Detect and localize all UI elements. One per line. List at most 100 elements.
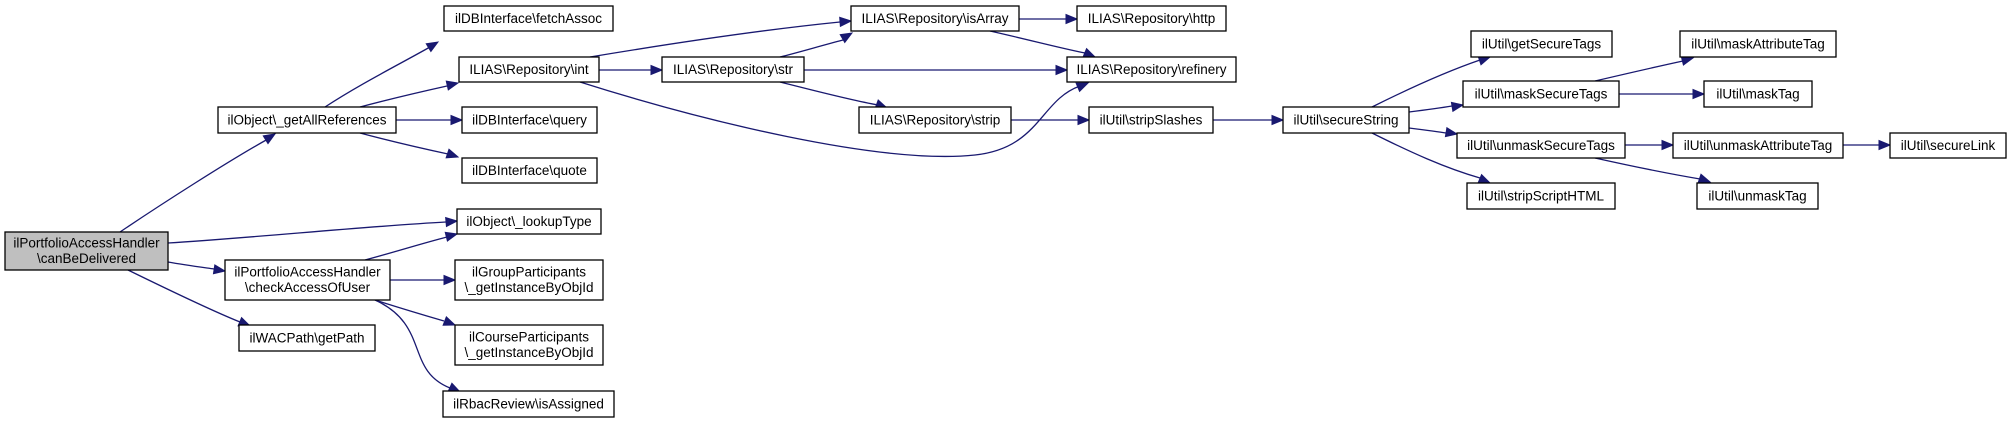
node-box: [1470, 30, 1613, 58]
node-label: \_getInstanceByObjId: [464, 345, 593, 360]
arrowhead-icon: [1878, 139, 1892, 151]
node-box: [461, 157, 598, 184]
edge-line: [359, 85, 448, 108]
edge-line: [359, 132, 449, 155]
node-query[interactable]: ilDBInterface\query: [461, 106, 598, 134]
node-label: ilObject\_getAllReferences: [227, 112, 386, 127]
node-fetch-assoc[interactable]: ilDBInterface\fetchAssoc: [443, 5, 614, 32]
node-label: ilPortfolioAccessHandler: [234, 265, 381, 280]
edge-getAllReferences-to-fetchAssoc: [324, 41, 440, 108]
node-box: [1462, 80, 1620, 108]
node-label: ILIAS\Repository\str: [673, 62, 794, 77]
node-strip[interactable]: ILIAS\Repository\strip: [858, 106, 1012, 134]
node-get-all-references[interactable]: ilObject\_getAllReferences: [217, 106, 397, 134]
arrowhead-icon: [1444, 126, 1459, 138]
node-root[interactable]: ilPortfolioAccessHandler\canBeDelivered: [4, 231, 169, 271]
node-label: ilUtil\unmaskAttributeTag: [1684, 138, 1833, 153]
node-label: ilRbacReview\isAssigned: [453, 396, 604, 411]
arrowhead-icon: [445, 216, 459, 228]
edge-getAllReferences-to-int: [359, 80, 460, 108]
node-unmask-tag[interactable]: ilUtil\unmaskTag: [1696, 182, 1819, 210]
edge-line: [324, 46, 431, 108]
node-label: ilWACPath\getPath: [249, 330, 364, 345]
node-label: ilPortfolioAccessHandler: [13, 236, 160, 251]
arrowhead-icon: [1692, 88, 1706, 100]
arrowhead-icon: [445, 148, 460, 159]
node-get-path[interactable]: ilWACPath\getPath: [238, 324, 376, 352]
node-int[interactable]: ILIAS\Repository\int: [458, 56, 600, 83]
arrowhead-icon: [212, 264, 227, 275]
node-unmask-secure-tags[interactable]: ilUtil\unmaskSecureTags: [1456, 132, 1626, 159]
node-label: \canBeDelivered: [37, 251, 136, 266]
node-group-participants[interactable]: ilGroupParticipants\_getInstanceByObjId: [454, 259, 604, 301]
edge-unmaskSecureTags-to-unmaskTag: [1594, 157, 1712, 184]
edge-line: [779, 39, 844, 58]
edge-isArray-to-refinery: [989, 30, 1097, 58]
node-label: ilDBInterface\query: [472, 112, 587, 127]
edge-line: [1408, 127, 1447, 134]
node-box: [661, 56, 805, 83]
node-is-array[interactable]: ILIAS\Repository\isArray: [850, 5, 1020, 32]
node-mask-secure-tags[interactable]: ilUtil\maskSecureTags: [1462, 80, 1620, 108]
node-secure-link[interactable]: ilUtil\secureLink: [1889, 132, 2007, 159]
node-label: ilUtil\stripSlashes: [1100, 112, 1203, 127]
node-mask-tag[interactable]: ilUtil\maskTag: [1703, 80, 1813, 108]
node-strip-slashes[interactable]: ilUtil\stripSlashes: [1088, 106, 1214, 134]
node-label: ilUtil\maskSecureTags: [1475, 86, 1608, 101]
edge-secureString-to-unmaskSecureTags: [1408, 126, 1459, 138]
node-label: ILIAS\Repository\isArray: [861, 11, 1008, 26]
arrowhead-icon: [445, 80, 460, 91]
edge-str-to-strip: [779, 81, 889, 109]
arrowhead-icon: [1055, 64, 1069, 76]
node-is-assigned[interactable]: ilRbacReview\isAssigned: [442, 390, 615, 418]
node-box: [443, 5, 614, 32]
node-secure-string[interactable]: ilUtil\secureString: [1282, 106, 1410, 134]
node-box: [1696, 182, 1819, 210]
arrowhead-icon: [425, 41, 440, 53]
node-unmask-attribute-tag[interactable]: ilUtil\unmaskAttributeTag: [1672, 132, 1844, 159]
edge-checkAccessOfUser-to-groupParticipants: [390, 274, 457, 286]
arrowhead-icon: [1271, 114, 1285, 126]
node-box: [1703, 80, 1813, 108]
node-box: [461, 106, 598, 134]
edge-maskSecureTags-to-maskAttributeTag: [1594, 55, 1695, 82]
edge-line: [779, 81, 879, 106]
node-strip-script-h-t-m-l[interactable]: ilUtil\stripScriptHTML: [1466, 182, 1616, 210]
node-box: [456, 208, 602, 235]
nodes-layer: ilPortfolioAccessHandler\canBeDeliveredi…: [4, 5, 2007, 418]
node-box: [454, 324, 604, 366]
node-label: ilUtil\getSecureTags: [1482, 36, 1602, 51]
edge-isArray-to-http: [1019, 13, 1079, 25]
node-box: [1088, 106, 1214, 134]
node-get-secure-tags[interactable]: ilUtil\getSecureTags: [1470, 30, 1613, 58]
node-str[interactable]: ILIAS\Repository\str: [661, 56, 805, 83]
node-label: ilGroupParticipants: [472, 265, 586, 280]
node-course-participants[interactable]: ilCourseParticipants\_getInstanceByObjId: [454, 324, 604, 366]
node-http[interactable]: ILIAS\Repository\http: [1076, 5, 1227, 32]
node-label: ilUtil\secureLink: [1901, 138, 1996, 153]
node-check-access-of-user[interactable]: ilPortfolioAccessHandler\checkAccessOfUs…: [224, 259, 391, 301]
node-label: ilUtil\maskAttributeTag: [1691, 36, 1825, 51]
node-box: [850, 5, 1020, 32]
node-quote[interactable]: ilDBInterface\quote: [461, 157, 598, 184]
arrowhead-icon: [444, 231, 459, 242]
edge-getAllReferences-to-quote: [359, 132, 460, 159]
edge-line: [1594, 60, 1684, 82]
node-mask-attribute-tag[interactable]: ilUtil\maskAttributeTag: [1679, 30, 1837, 58]
node-lookup-type[interactable]: ilObject\_lookupType: [456, 208, 602, 235]
node-box: [1466, 182, 1616, 210]
edge-checkAccessOfUser-to-courseParticipants: [374, 299, 457, 326]
node-box: [1076, 5, 1227, 32]
edge-int-to-isArray: [589, 16, 853, 58]
node-box: [1066, 56, 1237, 83]
edge-int-to-refinery: [579, 81, 1090, 158]
edge-line: [989, 30, 1086, 54]
edge-line: [167, 221, 447, 244]
arrowhead-icon: [1450, 101, 1465, 113]
edge-line: [1371, 59, 1481, 108]
edge-checkAccessOfUser-to-lookupType: [364, 231, 459, 261]
edge-line: [1408, 105, 1453, 113]
node-refinery[interactable]: ILIAS\Repository\refinery: [1066, 56, 1237, 83]
node-label: \_getInstanceByObjId: [464, 280, 593, 295]
arrowhead-icon: [1065, 13, 1079, 25]
